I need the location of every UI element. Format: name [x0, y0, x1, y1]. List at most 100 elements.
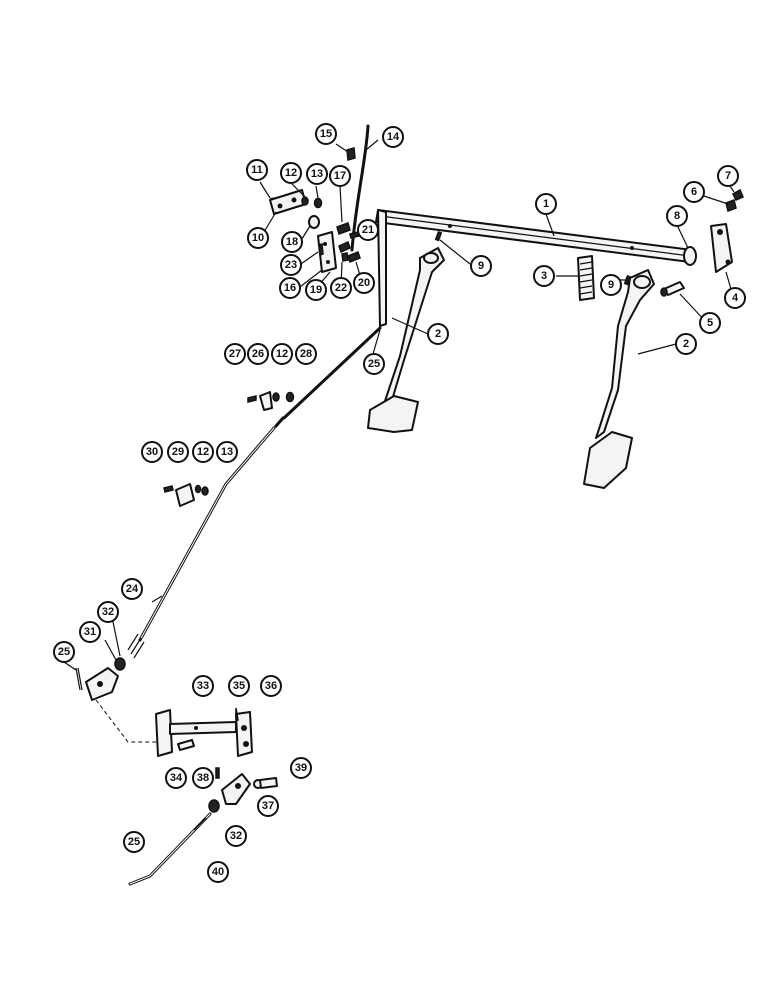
svg-text:26: 26	[252, 348, 264, 360]
svg-text:5: 5	[707, 317, 713, 329]
key	[434, 230, 443, 242]
callout-30: 30	[141, 441, 163, 463]
pedal-left	[367, 247, 445, 433]
svg-text:36: 36	[265, 680, 277, 692]
lower-shaft-assembly	[155, 707, 253, 757]
callout-16: 16	[279, 277, 301, 299]
callout-13: 13	[216, 441, 238, 463]
svg-text:11: 11	[251, 164, 263, 176]
svg-text:4: 4	[732, 292, 739, 304]
pedal-right	[583, 269, 655, 489]
callout-2: 2	[427, 323, 449, 345]
callout-6: 6	[683, 181, 705, 203]
callout-9: 9	[470, 255, 492, 277]
callout-7: 7	[717, 165, 739, 187]
callout-3: 3	[533, 265, 555, 287]
throttle-rod	[127, 326, 382, 659]
svg-text:32: 32	[230, 830, 242, 842]
callout-25: 25	[53, 641, 75, 663]
callout-26: 26	[247, 343, 269, 365]
svg-text:13: 13	[221, 446, 233, 458]
svg-text:3: 3	[541, 270, 547, 282]
svg-text:39: 39	[295, 762, 307, 774]
callout-32: 32	[225, 825, 247, 847]
svg-text:19: 19	[310, 284, 322, 296]
svg-text:29: 29	[172, 446, 184, 458]
callout-11: 11	[246, 159, 268, 181]
svg-text:33: 33	[197, 680, 209, 692]
callout-32: 32	[97, 601, 119, 623]
clip-hardware-b	[163, 483, 209, 507]
callout-34: 34	[165, 767, 187, 789]
callout-21: 21	[357, 219, 379, 241]
alignment-line	[95, 699, 160, 743]
svg-text:35: 35	[233, 680, 245, 692]
shaft-arm	[377, 209, 387, 327]
callout-37: 37	[257, 795, 279, 817]
cable-clip	[346, 147, 356, 161]
svg-text:12: 12	[197, 446, 209, 458]
svg-text:23: 23	[285, 259, 297, 271]
svg-text:30: 30	[146, 446, 158, 458]
callout-13: 13	[306, 163, 328, 185]
svg-text:9: 9	[478, 260, 484, 272]
cross-shaft	[375, 209, 693, 263]
callout-25: 25	[123, 831, 145, 853]
callout-1: 1	[535, 193, 557, 215]
svg-text:15: 15	[320, 128, 332, 140]
svg-text:38: 38	[197, 772, 209, 784]
svg-text:14: 14	[387, 131, 400, 143]
svg-text:8: 8	[674, 210, 680, 222]
callout-12: 12	[192, 441, 214, 463]
callout-14: 14	[382, 126, 404, 148]
shaft-end-hardware	[660, 188, 744, 297]
callout-27: 27	[224, 343, 246, 365]
svg-text:7: 7	[725, 170, 731, 182]
callout-29: 29	[167, 441, 189, 463]
svg-text:9: 9	[608, 279, 614, 291]
svg-text:6: 6	[691, 186, 697, 198]
callout-18: 18	[281, 231, 303, 253]
svg-text:28: 28	[300, 348, 312, 360]
callout-36: 36	[260, 675, 282, 697]
svg-text:40: 40	[212, 866, 224, 878]
svg-text:1: 1	[543, 198, 549, 210]
callout-2: 2	[675, 333, 697, 355]
leader-lines	[63, 139, 735, 671]
svg-text:2: 2	[683, 338, 689, 350]
svg-text:12: 12	[285, 167, 297, 179]
svg-text:13: 13	[311, 168, 323, 180]
clip-hardware-a	[247, 391, 295, 411]
callout-31: 31	[79, 621, 101, 643]
return-spring	[577, 255, 595, 301]
callout-4: 4	[724, 287, 746, 309]
callout-20: 20	[353, 272, 375, 294]
svg-text:25: 25	[58, 646, 70, 658]
svg-text:32: 32	[102, 606, 114, 618]
callout-23: 23	[280, 254, 302, 276]
callout-24: 24	[121, 578, 143, 600]
callout-12: 12	[280, 162, 302, 184]
bolt	[177, 739, 195, 751]
callout-35: 35	[228, 675, 250, 697]
lever-cluster	[308, 215, 361, 273]
svg-text:22: 22	[335, 282, 347, 294]
svg-text:16: 16	[284, 282, 296, 294]
pin	[215, 767, 220, 779]
svg-text:18: 18	[286, 236, 298, 248]
upper-bracket-hardware	[269, 189, 323, 215]
callout-9: 9	[600, 274, 622, 296]
rod-end-clevis	[208, 773, 278, 813]
callout-12: 12	[271, 343, 293, 365]
svg-text:21: 21	[362, 224, 374, 236]
svg-text:34: 34	[170, 772, 183, 784]
callout-40: 40	[207, 861, 229, 883]
callout-19: 19	[305, 279, 327, 301]
svg-text:2: 2	[435, 328, 441, 340]
callout-5: 5	[699, 312, 721, 334]
svg-text:37: 37	[262, 800, 274, 812]
lower-clevis	[75, 657, 126, 701]
callout-17: 17	[329, 165, 351, 187]
svg-text:10: 10	[252, 232, 264, 244]
